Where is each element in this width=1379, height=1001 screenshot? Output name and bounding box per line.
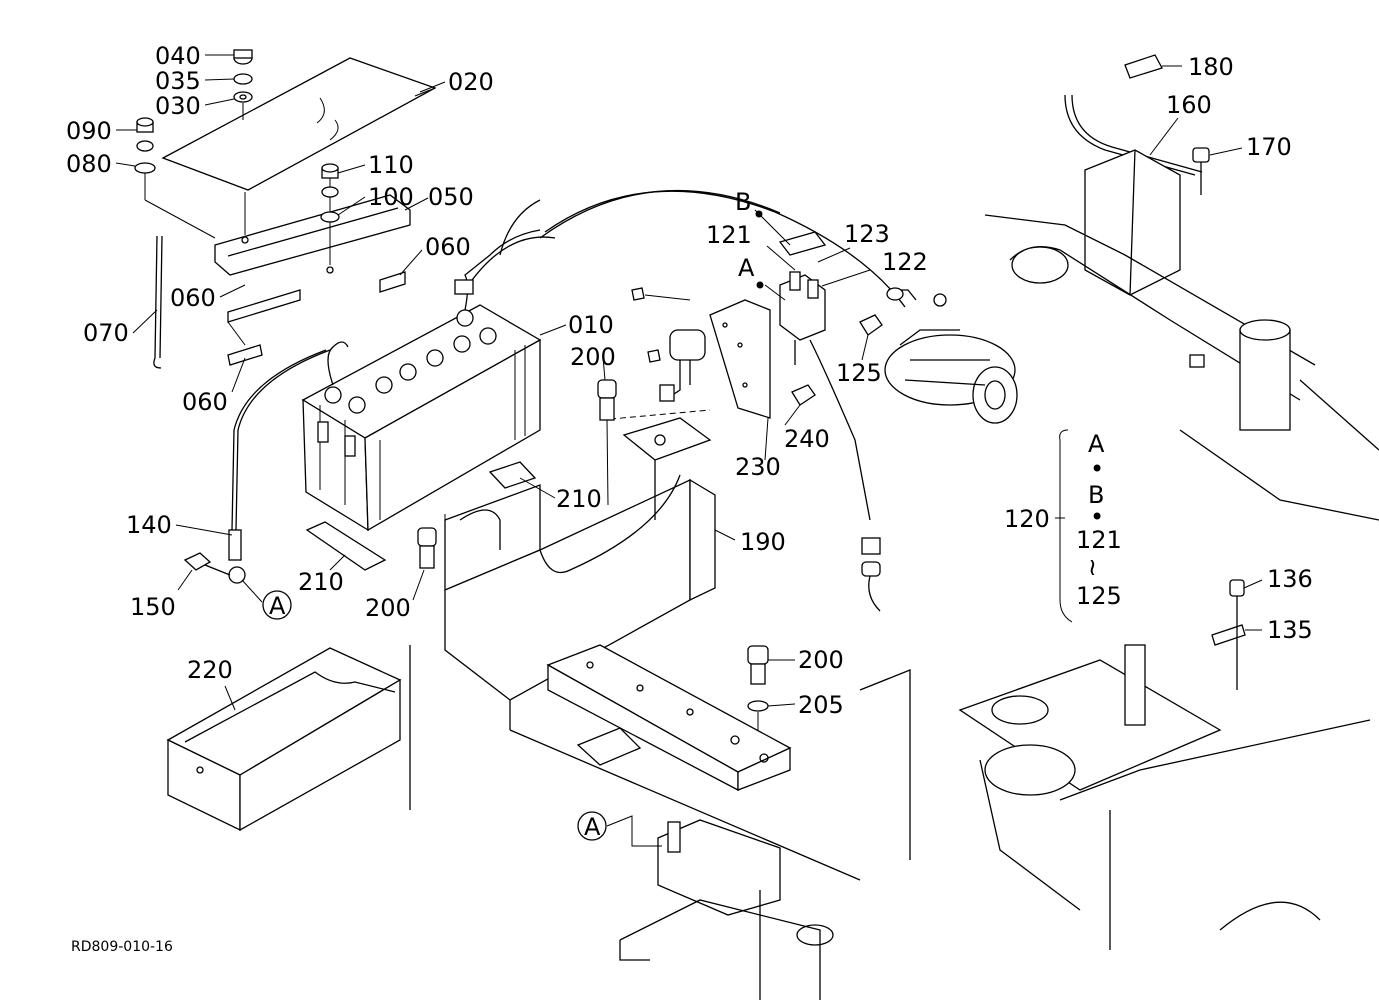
label-030: 030: [155, 92, 201, 120]
battery-pads: [305, 461, 537, 571]
bracket-nuts: [320, 163, 340, 223]
group-120-a: A: [1088, 430, 1105, 458]
group-120-dot1: •: [1090, 455, 1104, 483]
group-120-b: B: [1088, 481, 1104, 509]
label-135: 135: [1267, 616, 1313, 644]
label-150: 150: [130, 593, 176, 621]
label-205: 205: [798, 691, 844, 719]
battery-cover: [161, 57, 437, 191]
label-136: 136: [1267, 565, 1313, 593]
cover-nut-stack: [233, 49, 253, 120]
label-080: 080: [66, 150, 112, 178]
label-marker-b: B: [735, 188, 751, 216]
circle-marker-a2-label: A: [584, 813, 601, 841]
label-120: 120: [1004, 505, 1050, 533]
label-170: 170: [1246, 133, 1292, 161]
label-160: 160: [1166, 91, 1212, 119]
label-125: 125: [836, 359, 882, 387]
label-060-right: 060: [425, 233, 471, 261]
label-010: 010: [568, 311, 614, 339]
circle-marker-a1: [262, 590, 292, 620]
label-100: 100: [368, 183, 414, 211]
label-180: 180: [1188, 53, 1234, 81]
main-cable: [499, 189, 906, 308]
label-070: 070: [83, 319, 129, 347]
diagram-code: RD809-010-16: [71, 939, 173, 955]
cross-member: [409, 644, 861, 881]
group-120-125: 125: [1076, 582, 1122, 610]
label-123: 123: [844, 220, 890, 248]
battery: [301, 304, 542, 532]
leader-lines: [115, 54, 1263, 847]
terminal-bolt: [183, 552, 231, 576]
battery-box: [444, 409, 716, 701]
label-230: 230: [735, 453, 781, 481]
label-060-middle: 060: [170, 284, 216, 312]
chassis-bottom-right: [859, 579, 1371, 950]
label-190: 190: [740, 528, 786, 556]
circle-marker-a2: [577, 811, 607, 841]
group-120-tilde: ≀: [1088, 553, 1097, 581]
label-121: 121: [706, 221, 752, 249]
washer-stack-left: [134, 117, 216, 239]
label-200-top: 200: [570, 343, 616, 371]
rear-frame: [984, 149, 1379, 521]
label-035: 035: [155, 67, 201, 95]
label-210-right: 210: [556, 485, 602, 513]
marker-a-dot: [756, 281, 764, 289]
relay-bracket: [631, 287, 771, 419]
fuse-box: [778, 231, 881, 612]
oil-line: [1064, 54, 1210, 195]
starter-motor: [884, 329, 1018, 424]
label-210-left: 210: [298, 568, 344, 596]
tray: [166, 647, 402, 832]
label-090: 090: [66, 117, 112, 145]
label-040: 040: [155, 42, 201, 70]
group-120-dot2: •: [1090, 503, 1104, 531]
label-110: 110: [368, 151, 414, 179]
battery-cables: [228, 229, 556, 584]
part-labels: 040 035 030 020 090 080 110 100 050 060 …: [66, 42, 1313, 719]
chassis-bottom-center: [619, 819, 834, 1000]
marker-b-dot: [755, 210, 763, 218]
label-050: 050: [428, 183, 474, 211]
circle-marker-a1-label: A: [269, 592, 286, 620]
label-140: 140: [126, 511, 172, 539]
label-060-lower: 060: [182, 388, 228, 416]
group-120-121: 121: [1076, 526, 1122, 554]
label-220: 220: [187, 656, 233, 684]
label-122: 122: [882, 248, 928, 276]
battery-holder-bracket: [214, 170, 411, 366]
label-200-left: 200: [365, 594, 411, 622]
label-020: 020: [448, 68, 494, 96]
group-120-members: A • B • 121 ≀ 125: [1076, 430, 1122, 610]
label-200-right: 200: [798, 646, 844, 674]
connectors: [791, 287, 947, 406]
label-240: 240: [784, 425, 830, 453]
label-marker-a: A: [738, 254, 755, 282]
battery-hold-bolt: [153, 235, 163, 369]
